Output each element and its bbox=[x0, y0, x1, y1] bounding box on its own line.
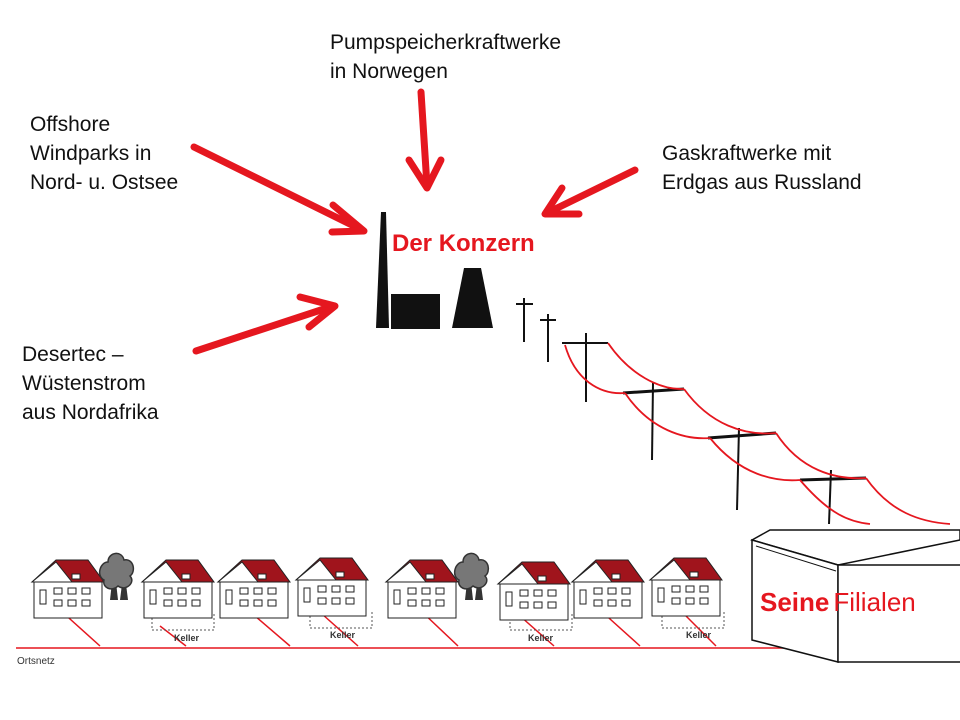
power-plant-icon bbox=[376, 212, 493, 329]
keller-outlines bbox=[151, 612, 725, 631]
keller-label-3: Keller bbox=[528, 633, 554, 643]
house-7 bbox=[571, 559, 645, 619]
konzern-label: Der Konzern bbox=[392, 230, 535, 257]
house-1 bbox=[31, 559, 105, 619]
power-line bbox=[516, 298, 867, 525]
label-offshore: Offshore Windparks in Nord- u. Ostsee bbox=[30, 113, 179, 194]
house-5 bbox=[385, 559, 459, 619]
filialen-first: Seine bbox=[760, 587, 830, 617]
keller-label-1: Keller bbox=[174, 633, 200, 643]
arrow-desertec bbox=[192, 293, 339, 355]
label-gas: Gaskraftwerke mit Erdgas aus Russland bbox=[662, 142, 862, 194]
arrow-gas bbox=[541, 166, 639, 218]
filialen-second: Filialen bbox=[833, 587, 916, 617]
keller-label-2: Keller bbox=[330, 630, 356, 640]
filialen-box bbox=[750, 529, 960, 663]
keller-label-4: Keller bbox=[686, 630, 712, 640]
tree-1 bbox=[98, 552, 135, 601]
house-6 bbox=[497, 561, 571, 621]
ortsnetz-label: Ortsnetz bbox=[17, 656, 55, 667]
house-4 bbox=[295, 557, 369, 617]
label-desertec: Desertec – Wüstenstrom aus Nordafrika bbox=[22, 343, 159, 424]
arrow-offshore bbox=[190, 143, 368, 236]
house-2 bbox=[141, 559, 215, 619]
house-3 bbox=[217, 559, 291, 619]
power-line-wires bbox=[564, 342, 951, 525]
tree-2 bbox=[453, 552, 490, 601]
house-8 bbox=[649, 557, 723, 617]
arrow-pumpspeicher bbox=[405, 88, 445, 192]
label-pumpspeicher: Pumpspeicherkraftwerke in Norwegen bbox=[330, 31, 562, 83]
